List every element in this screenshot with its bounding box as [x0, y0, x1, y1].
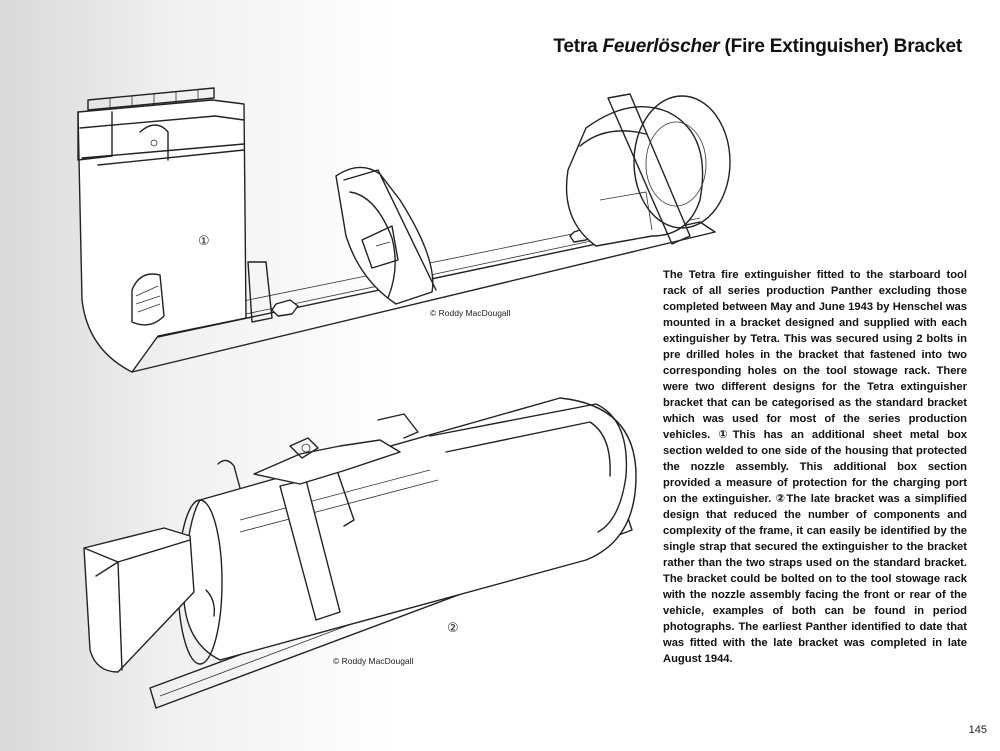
- figure-1-marker: ①: [198, 233, 210, 248]
- title-part-1: Tetra: [553, 36, 603, 57]
- page-number: 145: [968, 724, 987, 736]
- figure-1-credit: © Roddy MacDougall: [430, 308, 511, 318]
- title-italic-word: Feuerlöscher: [602, 36, 720, 57]
- standard-bracket-drawing: [77, 87, 731, 373]
- figure-2-marker: ②: [447, 620, 459, 635]
- figure-2-credit: © Roddy MacDougall: [333, 656, 414, 666]
- late-bracket-drawing: [83, 397, 637, 709]
- title-part-2: (Fire Extinguisher) Bracket: [719, 36, 963, 57]
- body-paragraph: The Tetra fire extinguisher fitted to th…: [663, 269, 967, 665]
- page-title: Tetra Feuerlöscher (Fire Extinguisher) B…: [553, 36, 962, 58]
